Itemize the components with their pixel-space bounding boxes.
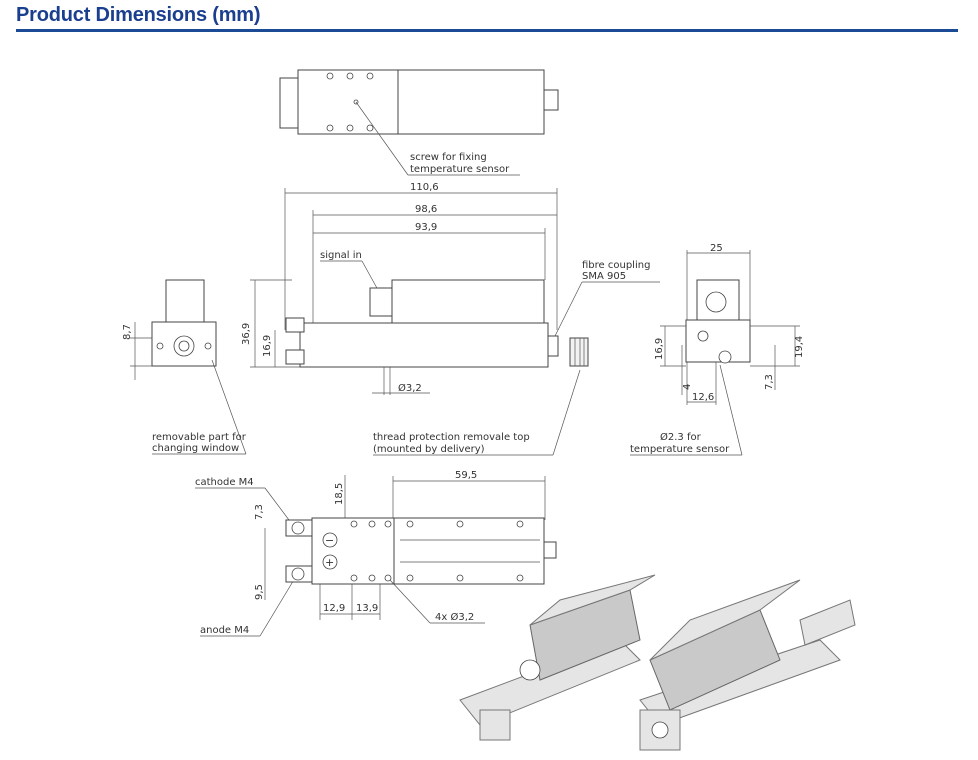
fibre-coupling-line1: fibre coupling — [582, 260, 650, 271]
product-render-left — [459, 574, 656, 741]
dim-19-4: 19,4 — [794, 336, 805, 358]
dim-4: 4 — [682, 384, 693, 390]
dim-hole-3-2: Ø3,2 — [398, 382, 422, 394]
dim-110-6: 110,6 — [410, 182, 439, 193]
dim-8-7: 8,7 — [122, 324, 133, 340]
dim-9-5: 9,5 — [254, 584, 265, 600]
top-view: screw for fixing temperature sensor — [279, 69, 559, 176]
dim-7-3-right: 7,3 — [764, 374, 775, 390]
page-title: Product Dimensions (mm) — [16, 4, 261, 26]
dim-13-9: 13,9 — [356, 603, 378, 614]
left-view: 8,7 removable part for changing window — [122, 279, 247, 455]
removable-line2: changing window — [152, 443, 239, 454]
dim-16-9-side: 16,9 — [262, 335, 273, 357]
dim-7-3-bottom: 7,3 — [254, 504, 265, 520]
signal-in-label: signal in — [320, 250, 362, 261]
thread-protection-line2: (mounted by delivery) — [373, 444, 485, 455]
removable-line1: removable part for — [152, 432, 247, 443]
anode-label: anode M4 — [200, 625, 249, 636]
holes-label: 4x Ø3,2 — [435, 611, 474, 623]
bottom-view: cathode M4 anode M4 18,5 59,5 − + 7,3 9,… — [195, 470, 557, 637]
plus-symbol: + — [325, 556, 334, 569]
cathode-label: cathode M4 — [195, 477, 254, 488]
fibre-coupling-line2: SMA 905 — [582, 271, 626, 282]
dim-25: 25 — [710, 243, 723, 254]
callout-screw-line2: temperature sensor — [410, 164, 510, 175]
sensor-line1: Ø2.3 for — [660, 431, 702, 443]
callout-screw-line1: screw for fixing — [410, 152, 487, 163]
dim-18-5: 18,5 — [334, 483, 345, 505]
product-render-right — [639, 579, 856, 751]
minus-symbol: − — [325, 534, 334, 547]
right-view: 25 16,9 4 12,6 19,4 7,3 Ø2.3 for tempera… — [630, 243, 805, 456]
dim-93-9: 93,9 — [415, 222, 437, 233]
sensor-line2: temperature sensor — [630, 444, 730, 455]
dim-12-9: 12,9 — [323, 603, 345, 614]
dim-16-9-right: 16,9 — [654, 338, 665, 360]
thread-protection-line1: thread protection removale top — [373, 432, 530, 443]
dim-98-6: 98,6 — [415, 204, 437, 215]
dim-36-9: 36,9 — [241, 323, 252, 345]
side-view: 110,6 98,6 93,9 signal in fibre coupling… — [241, 182, 660, 456]
dim-12-6: 12,6 — [692, 392, 714, 403]
title-underline — [16, 29, 958, 32]
dim-59-5: 59,5 — [455, 470, 477, 481]
